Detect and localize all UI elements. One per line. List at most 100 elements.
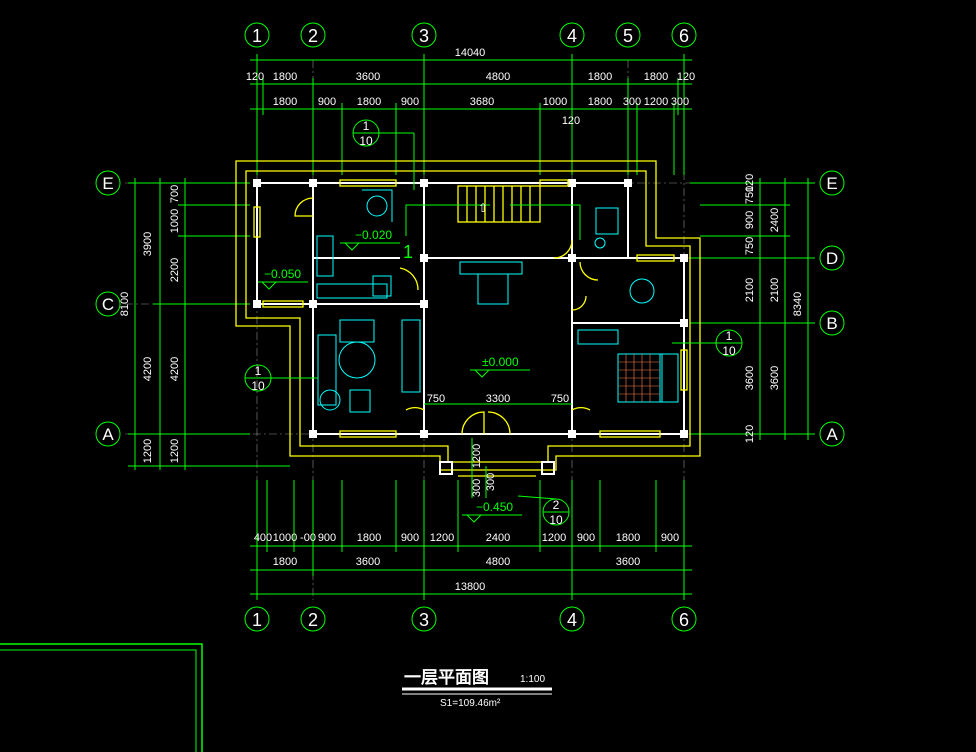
level-side: −0.050 <box>264 267 301 281</box>
dim-bot-r1-8: 1200 <box>542 532 566 544</box>
drawing-title: 一层平面图 <box>404 668 489 687</box>
axis-bubble-B-right: B <box>819 310 845 336</box>
dim-left-inner-0: 700 <box>169 185 181 203</box>
dim-bot-r1-6: 1200 <box>430 532 454 544</box>
axis-bubble-4-bottom: 4 <box>559 606 585 632</box>
level-porch: −0.450 <box>476 500 513 514</box>
dim-bot-r1-9: 900 <box>577 532 595 544</box>
dim-right-inner-3: 2400 <box>769 208 781 232</box>
axis-bubble-2: 2 <box>300 22 326 48</box>
bed-pattern <box>618 354 660 402</box>
stair-section-mark: 1 <box>403 242 413 262</box>
dim-top-r2-8: 1200 <box>644 96 668 108</box>
dim-right-inner-4: 750 <box>744 237 756 255</box>
left-axis-bubbles: E C A <box>95 170 121 447</box>
round-table-icon <box>629 278 655 304</box>
dim-bot-r1-5: 900 <box>401 532 419 544</box>
section-mark-top: 1 10 <box>352 119 415 190</box>
svg-text:6: 6 <box>679 26 689 46</box>
porch-dim-0: 1200 <box>471 444 483 468</box>
sofa-icon <box>317 334 337 406</box>
dim-left-outer-3: 1200 <box>142 439 154 463</box>
svg-text:D: D <box>826 249 838 268</box>
drawing-title-block: 一层平面图 1:100 S1=109.46m² <box>402 668 552 709</box>
dim-bot-total: 13800 <box>455 581 486 593</box>
svg-text:4: 4 <box>567 26 577 46</box>
building-outline <box>235 160 701 471</box>
dim-bot-r1-1: 1000 <box>273 532 297 544</box>
stair-arrow: ⇧ <box>478 201 488 215</box>
porch-dim-2: 300 <box>485 473 497 491</box>
dim-top-r2-0: 1800 <box>273 96 297 108</box>
right-axis-bubbles: E D B A <box>819 170 845 447</box>
dim-top-r2-7: 300 <box>623 96 641 108</box>
svg-text:3: 3 <box>419 26 429 46</box>
bathtub-icon <box>366 195 388 217</box>
toilet-icon <box>595 207 619 235</box>
svg-text:1: 1 <box>255 364 262 378</box>
svg-text:2: 2 <box>308 26 318 46</box>
dim-left-inner-2: 2200 <box>169 258 181 282</box>
drawing-frame-corner <box>0 643 203 752</box>
svg-text:1: 1 <box>726 329 733 343</box>
dim-left-inner-4: 1200 <box>169 439 181 463</box>
axis-bubble-6-bottom: 6 <box>671 606 697 632</box>
left-dimensions: 3900 8100 4200 1200 700 1000 2200 4200 1… <box>119 178 290 470</box>
dim-left-outer-1: 8100 <box>119 292 131 316</box>
dim-bot-r1-3: 900 <box>318 532 336 544</box>
dim-left-outer-2: 4200 <box>142 357 154 381</box>
svg-text:1: 1 <box>252 26 262 46</box>
dim-top-r2-4: 3680 <box>470 96 494 108</box>
right-dimensions: 120 750 900 2400 750 2100 3600 120 2100 … <box>690 174 815 443</box>
section-mark-bottom: 2 10 <box>517 495 570 527</box>
dim-right-inner-5: 2100 <box>744 278 756 302</box>
svg-text:1: 1 <box>363 119 370 133</box>
axis-bubble-1-bottom: 1 <box>244 606 270 632</box>
dim-top-r1-2: 3600 <box>356 71 380 83</box>
svg-text:2: 2 <box>308 610 318 630</box>
dim-right-inner-7: 120 <box>744 425 756 443</box>
svg-text:B: B <box>826 314 837 333</box>
room-dim-2: 750 <box>551 393 569 405</box>
dim-right-inner-6: 3600 <box>744 366 756 390</box>
axis-bubble-5: 5 <box>615 22 641 48</box>
axis-bubble-3-bottom: 3 <box>411 606 437 632</box>
top-axis-bubbles: 1 2 3 4 5 6 <box>244 22 697 48</box>
level-living: ±0.000 <box>482 355 519 369</box>
dim-top-r2-1: 900 <box>318 96 336 108</box>
svg-text:E: E <box>102 174 113 193</box>
dim-bot-r2-1: 3600 <box>356 556 380 568</box>
svg-text:10: 10 <box>251 379 265 393</box>
staircase: ⇧ 1 <box>403 185 581 262</box>
dim-bot-r2-2: 4800 <box>486 556 510 568</box>
level-bath: −0.020 <box>355 228 392 242</box>
axis-bubble-A-right: A <box>819 421 845 447</box>
section-mark-left: 1 10 <box>244 364 318 393</box>
tv-cabinet-icon <box>401 319 421 393</box>
dim-right-inner-1: 750 <box>744 186 756 204</box>
top-dimensions: 14040 120 1800 3600 4800 1800 1800 120 1… <box>246 47 695 175</box>
dim-bot-r1-0: 400 <box>254 532 272 544</box>
dim-top-note-120: 120 <box>562 115 580 127</box>
dim-bot-r1-2: -00 <box>300 532 316 544</box>
axis-bubble-3: 3 <box>411 22 437 48</box>
dim-top-r2-9: 300 <box>671 96 689 108</box>
svg-text:10: 10 <box>549 513 563 527</box>
kitchen-counter-icon <box>316 235 334 277</box>
svg-text:A: A <box>102 425 114 444</box>
dim-top-r1-4: 1800 <box>588 71 612 83</box>
bottom-axis-bubbles: 1 2 3 4 6 <box>244 606 697 632</box>
svg-text:E: E <box>826 174 837 193</box>
dim-left-inner-1: 1000 <box>169 209 181 233</box>
svg-text:2: 2 <box>553 498 560 512</box>
wardrobe-icon <box>577 329 619 345</box>
svg-text:1: 1 <box>252 610 262 630</box>
axis-bubble-D-right: D <box>819 245 845 271</box>
svg-text:A: A <box>826 425 838 444</box>
svg-text:10: 10 <box>722 344 736 358</box>
axis-bubble-4: 4 <box>559 22 585 48</box>
section-marks: 1 10 1 10 1 10 2 10 <box>244 119 743 527</box>
drawing-scale: 1:100 <box>520 674 545 685</box>
dim-bot-r1-7: 2400 <box>486 532 510 544</box>
room-dim-1: 3300 <box>486 393 510 405</box>
